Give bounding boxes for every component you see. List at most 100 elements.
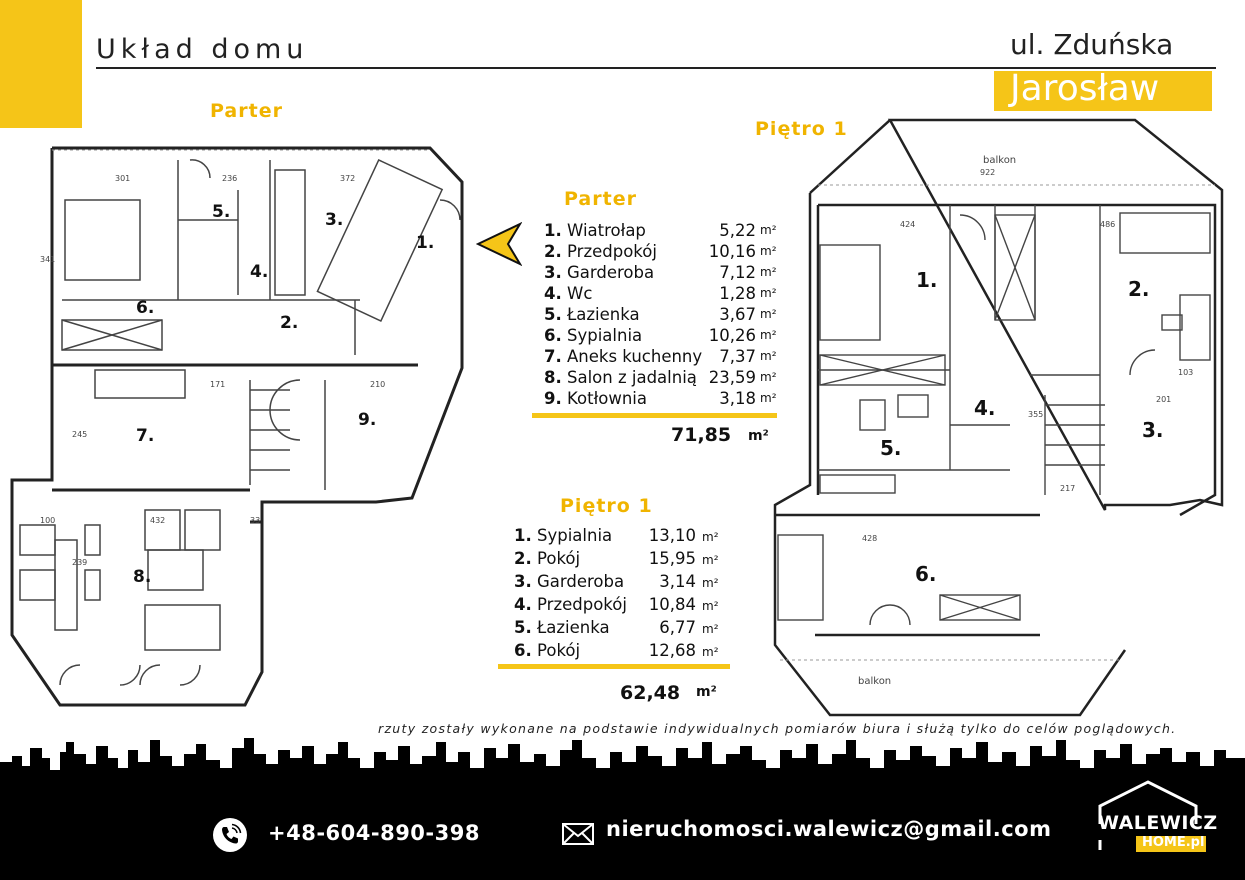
legend-first-total-unit: m² — [696, 684, 717, 700]
legend-first-row: 3. Garderoba — [514, 572, 625, 591]
first-room-label: 1. — [916, 268, 938, 292]
dim-label: 171 — [210, 380, 226, 389]
legend-ground-row: 7. Aneks kuchenny — [544, 347, 703, 366]
legend-ground-area: 5,22 — [719, 221, 756, 240]
brand-logo: WALEWICZ HOME.pl — [1092, 778, 1217, 862]
legend-ground-area: 7,12 — [719, 263, 756, 282]
dim-label: 428 — [862, 534, 878, 543]
legend-ground-row: 1. Wiatrołap — [544, 221, 646, 240]
legend-unit: m² — [760, 307, 777, 321]
legend-unit: m² — [760, 244, 777, 258]
legend-ground-row: 3. Garderoba — [544, 263, 655, 282]
city-highlight — [994, 71, 1212, 111]
ground-plan-title: Parter — [210, 100, 283, 122]
legend-ground-row: 8. Salon z jadalnią — [544, 368, 697, 387]
legend-unit: m² — [760, 349, 777, 363]
page-title: Układ domu — [96, 34, 309, 65]
first-room-label: 2. — [1128, 277, 1150, 301]
street-name: ul. Zduńska — [1010, 28, 1174, 61]
balcony-label: balkon — [858, 676, 892, 687]
legend-unit: m² — [760, 265, 777, 279]
contact-email[interactable]: nieruchomosci.walewicz@gmail.com — [606, 817, 1052, 841]
legend-unit: m² — [702, 599, 719, 613]
legend-ground-row: 4. Wc — [544, 284, 593, 303]
legend-ground-row: 6. Sypialnia — [544, 326, 643, 345]
disclaimer-text: rzuty zostały wykonane na podstawie indy… — [378, 721, 1177, 736]
first-room-label: 5. — [880, 436, 902, 460]
legend-first-row: 1. Sypialnia — [514, 526, 613, 545]
legend-ground-underline — [532, 413, 777, 418]
dim-label: 236 — [222, 174, 238, 183]
dim-label: 201 — [1156, 395, 1172, 404]
legend-first-area: 12,68 — [648, 641, 696, 660]
legend-ground-area: 3,67 — [719, 305, 756, 324]
ground-room-label: 7. — [136, 426, 155, 446]
first-floor-plan — [773, 118, 1224, 717]
legend-ground-area: 10,26 — [708, 326, 756, 345]
ground-room-label: 4. — [250, 262, 269, 282]
legend-first-row: 6. Pokój — [514, 641, 581, 660]
legend-first-area: 13,10 — [648, 526, 696, 545]
legend-ground-area: 7,37 — [719, 347, 756, 366]
brand-highlight — [1136, 836, 1206, 852]
legend-unit: m² — [702, 530, 719, 544]
entrance-arrow-icon — [476, 222, 522, 266]
legend-ground-area: 1,28 — [719, 284, 756, 303]
legend-ground-total: 71,85 — [671, 424, 732, 446]
header-divider — [96, 67, 1216, 69]
ground-room-label: 1. — [416, 233, 435, 253]
legend-ground-area: 3,18 — [719, 389, 756, 408]
dim-label: 486 — [1100, 220, 1116, 229]
dim-label: 239 — [72, 558, 88, 567]
dim-label: 100 — [40, 516, 56, 525]
legend-unit: m² — [702, 645, 719, 659]
legend-unit: m² — [760, 328, 777, 342]
legend-unit: m² — [760, 391, 777, 405]
ground-room-label: 8. — [133, 567, 152, 587]
balcony-label: balkon — [983, 155, 1017, 166]
dim-label: 210 — [370, 380, 386, 389]
dim-label: 103 — [1178, 368, 1194, 377]
first-room-label: 3. — [1142, 418, 1164, 442]
legend-first-area: 15,95 — [648, 549, 696, 568]
legend-ground-area: 23,59 — [708, 368, 756, 387]
dim-label: 432 — [150, 516, 166, 525]
legend-unit: m² — [760, 286, 777, 300]
dim-label: 33 — [250, 516, 261, 525]
ground-room-label: 6. — [136, 298, 155, 318]
legend-first-total: 62,48 — [620, 682, 681, 704]
legend-first-row: 2. Pokój — [514, 549, 581, 568]
city-skyline — [0, 738, 1245, 780]
dim-label: 922 — [980, 168, 996, 177]
header-accent-bar — [0, 0, 82, 128]
brand-domain: HOME.pl — [1142, 835, 1205, 850]
legend-unit: m² — [702, 576, 719, 590]
ground-room-label: 2. — [280, 313, 299, 333]
dim-label: 424 — [900, 220, 916, 229]
legend-first-row: 4. Przedpokój — [514, 595, 627, 614]
legend-unit: m² — [702, 553, 719, 567]
legend-ground-row: 9. Kotłownia — [544, 389, 647, 408]
legend-first-title: Piętro 1 — [560, 495, 653, 517]
ground-room-label: 5. — [212, 202, 231, 222]
legend-first-row: 5. Łazienka — [514, 618, 610, 637]
footer-bar — [0, 770, 1245, 880]
legend-unit: m² — [702, 622, 719, 636]
first-plan-title: Piętro 1 — [755, 118, 848, 140]
ground-room-label: 3. — [325, 210, 344, 230]
legend-ground-area: 10,16 — [708, 242, 756, 261]
legend-ground-title: Parter — [564, 188, 637, 210]
dim-label: 372 — [340, 174, 356, 183]
dim-label: 217 — [1060, 484, 1076, 493]
legend-first-area: 3,14 — [659, 572, 696, 591]
legend-ground-row: 5. Łazienka — [544, 305, 640, 324]
phone-icon — [213, 818, 247, 852]
contact-phone[interactable]: +48-604-890-398 — [268, 821, 480, 845]
legend-first-area: 6,77 — [659, 618, 696, 637]
dim-label: 245 — [72, 430, 88, 439]
ground-room-label: 9. — [358, 410, 377, 430]
legend-first-area: 10,84 — [648, 595, 696, 614]
legend-ground-row: 2. Przedpokój — [544, 242, 657, 261]
dim-label: 341 — [40, 255, 56, 264]
ground-floor-plan — [10, 146, 464, 707]
